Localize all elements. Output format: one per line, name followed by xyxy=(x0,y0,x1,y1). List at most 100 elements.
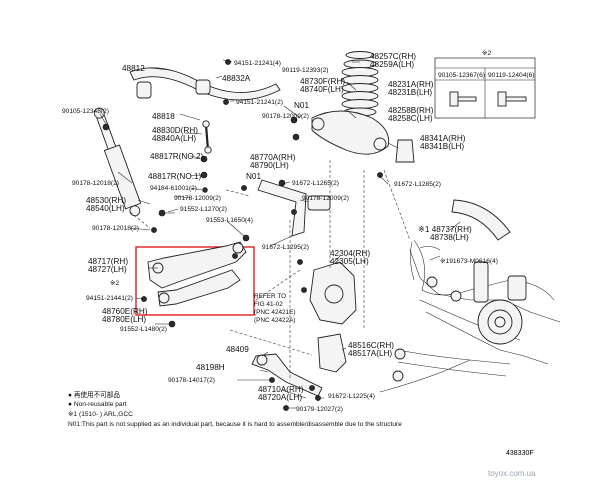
label-48818[interactable]: 48818 xyxy=(152,112,175,121)
upper-control-arm[interactable] xyxy=(311,110,390,155)
label-90119-12393[interactable]: 90119-12393(2) xyxy=(282,67,328,74)
label-48770A[interactable]: 48770A(RH) xyxy=(250,153,296,162)
nut-icon[interactable] xyxy=(292,133,300,141)
bolt-icon[interactable] xyxy=(225,59,231,65)
flange-nut-icon xyxy=(497,91,527,107)
inset-left-part[interactable]: 90105-12367(6) xyxy=(438,72,485,79)
label-48231B[interactable]: 48231B(LH) xyxy=(388,88,432,97)
shock-absorber[interactable] xyxy=(90,106,144,219)
label-48257C[interactable]: 48257C(RH) xyxy=(370,52,416,61)
label-48516C[interactable]: 48516C(RH) xyxy=(348,341,394,350)
nut-icon[interactable] xyxy=(200,155,208,163)
bolt-icon[interactable] xyxy=(269,377,275,383)
label-48231A[interactable]: 48231A(RH) xyxy=(388,80,434,89)
label-48730F[interactable]: 48730F(RH) xyxy=(300,77,345,86)
label-90178-12018-2b[interactable]: 90178-12018(2) xyxy=(92,225,139,232)
bolt-icon[interactable] xyxy=(297,259,303,265)
trailing-arm-bracket[interactable] xyxy=(317,333,347,373)
label-48198H[interactable]: 48198H xyxy=(196,363,225,372)
label-48740F[interactable]: 48740F(LH) xyxy=(300,85,344,94)
label-94151-21241-4[interactable]: 94151-21241(4) xyxy=(234,60,281,67)
nut-icon[interactable] xyxy=(200,171,208,179)
bolt-icon[interactable] xyxy=(309,385,315,391)
label-90178-12009-2a[interactable]: 90178-12009(2) xyxy=(174,195,221,202)
link-ball-joint-icon xyxy=(202,120,210,128)
refer-line-1[interactable]: REFER TO xyxy=(254,293,286,300)
stabilizer-bracket[interactable] xyxy=(195,79,211,95)
label-48341A[interactable]: 48341A(RH) xyxy=(420,134,466,143)
label-48341B[interactable]: 48341B(LH) xyxy=(420,142,464,151)
refer-line-2[interactable]: FIG 41-02 xyxy=(254,301,283,308)
label-90178-14017[interactable]: 90178-14017(2) xyxy=(168,377,215,384)
nut-icon[interactable] xyxy=(291,209,297,215)
label-48717[interactable]: 48717(RH) xyxy=(88,257,128,266)
nut-icon[interactable] xyxy=(232,253,238,259)
bolt-icon[interactable] xyxy=(242,234,250,242)
label-48830D[interactable]: 48830D(RH) xyxy=(152,126,198,135)
label-91673-M0616[interactable]: ※191673-M0616(4) xyxy=(440,258,498,265)
label-42305[interactable]: 42305(LH) xyxy=(330,257,369,266)
label-48737[interactable]: ※1 48737(RH) xyxy=(418,225,472,234)
label-42304[interactable]: 42304(RH) xyxy=(330,249,370,258)
arm-bushing-icon xyxy=(256,354,268,366)
lower-arm-upper[interactable] xyxy=(147,241,247,289)
label-91672-L1265[interactable]: 91672-L1265(2) xyxy=(292,180,339,187)
label-91553-L1650[interactable]: 91553-L1650(4) xyxy=(206,217,253,224)
label-91672-L1295[interactable]: 91672-L1295(2) xyxy=(262,244,309,251)
label-48840A[interactable]: 48840A(LH) xyxy=(152,134,196,143)
label-48720A[interactable]: 48720A(LH) xyxy=(258,393,302,402)
nut-icon[interactable] xyxy=(102,123,110,131)
label-48530[interactable]: 48530(RH) xyxy=(86,196,126,205)
label-91552-L1270[interactable]: 91552-L1270(2) xyxy=(180,206,227,213)
label-94184-61001[interactable]: 94184-61001(2) xyxy=(150,185,197,192)
nut-icon[interactable] xyxy=(151,227,157,233)
stabilizer-bar[interactable] xyxy=(129,67,281,101)
label-x2-a[interactable]: ※2 xyxy=(110,280,120,287)
bolt-icon[interactable] xyxy=(301,287,307,293)
label-48727[interactable]: 48727(LH) xyxy=(88,265,127,274)
label-48710A[interactable]: 48710A(RH) xyxy=(258,385,304,394)
label-48738[interactable]: 48738(LH) xyxy=(430,233,469,242)
bolt-icon[interactable] xyxy=(290,116,298,124)
label-90105-12348[interactable]: 90105-12348(2) xyxy=(62,108,109,115)
label-91672-L1285[interactable]: 91672-L1285(2) xyxy=(394,181,441,188)
upper-spring-insulator[interactable] xyxy=(345,51,375,59)
label-48817R-1[interactable]: 48817R(NO.1) xyxy=(148,172,202,181)
label-48817R-2[interactable]: 48817R(NO.2) xyxy=(150,152,204,161)
label-90178-12009-2c[interactable]: 90178-12009(2) xyxy=(302,195,349,202)
toe-control-arm[interactable] xyxy=(257,179,307,237)
stabilizer-link[interactable] xyxy=(204,124,210,151)
label-N01-a[interactable]: N01 xyxy=(294,101,309,110)
label-48790[interactable]: 48790(LH) xyxy=(250,161,289,170)
label-48540[interactable]: 48540(LH) xyxy=(86,204,125,213)
label-48832A[interactable]: 48832A xyxy=(222,74,251,83)
label-91552-L1480[interactable]: 91552-L1480(2) xyxy=(120,326,167,333)
label-90178-12009-2b[interactable]: 90178-12009(2) xyxy=(262,113,309,120)
label-48760E[interactable]: 48760E(RH) xyxy=(102,307,148,316)
label-48812[interactable]: 48812 xyxy=(122,64,145,73)
label-48258C[interactable]: 48258C(LH) xyxy=(388,114,433,123)
refer-line-3[interactable]: (PNC 42421E) xyxy=(254,309,296,316)
label-94151-21441[interactable]: 94151-21441(2) xyxy=(86,295,133,302)
nut-icon[interactable] xyxy=(202,187,208,193)
label-48780E[interactable]: 48780E(LH) xyxy=(102,315,146,324)
label-48517A[interactable]: 48517A(LH) xyxy=(348,349,392,358)
nut-icon[interactable] xyxy=(377,172,383,178)
label-91672-L1225[interactable]: 91672-L1225(4) xyxy=(328,393,375,400)
inset-right-part[interactable]: 90119-12404(6) xyxy=(488,72,534,79)
mud-guard[interactable] xyxy=(451,199,511,241)
label-48258B[interactable]: 48258B(RH) xyxy=(388,106,434,115)
label-90179-12027[interactable]: 90179-12027(2) xyxy=(296,406,343,413)
nut-icon[interactable] xyxy=(241,185,247,191)
refer-line-4[interactable]: (PNC 42422A) xyxy=(254,317,296,324)
bolt-icon[interactable] xyxy=(223,99,229,105)
bump-stopper[interactable] xyxy=(395,139,415,163)
label-48259A[interactable]: 48259A(LH) xyxy=(370,60,414,69)
lower-control-arm[interactable] xyxy=(157,269,241,307)
label-90178-12018-2[interactable]: 90178-12018(2) xyxy=(72,180,119,187)
label-48409[interactable]: 48409 xyxy=(226,345,249,354)
stabilizer-bushing[interactable] xyxy=(136,81,152,99)
label-94151-21241-2[interactable]: 94151-21241(2) xyxy=(236,99,283,106)
label-N01-b[interactable]: N01 xyxy=(246,172,261,181)
bolt-icon[interactable] xyxy=(278,179,286,187)
